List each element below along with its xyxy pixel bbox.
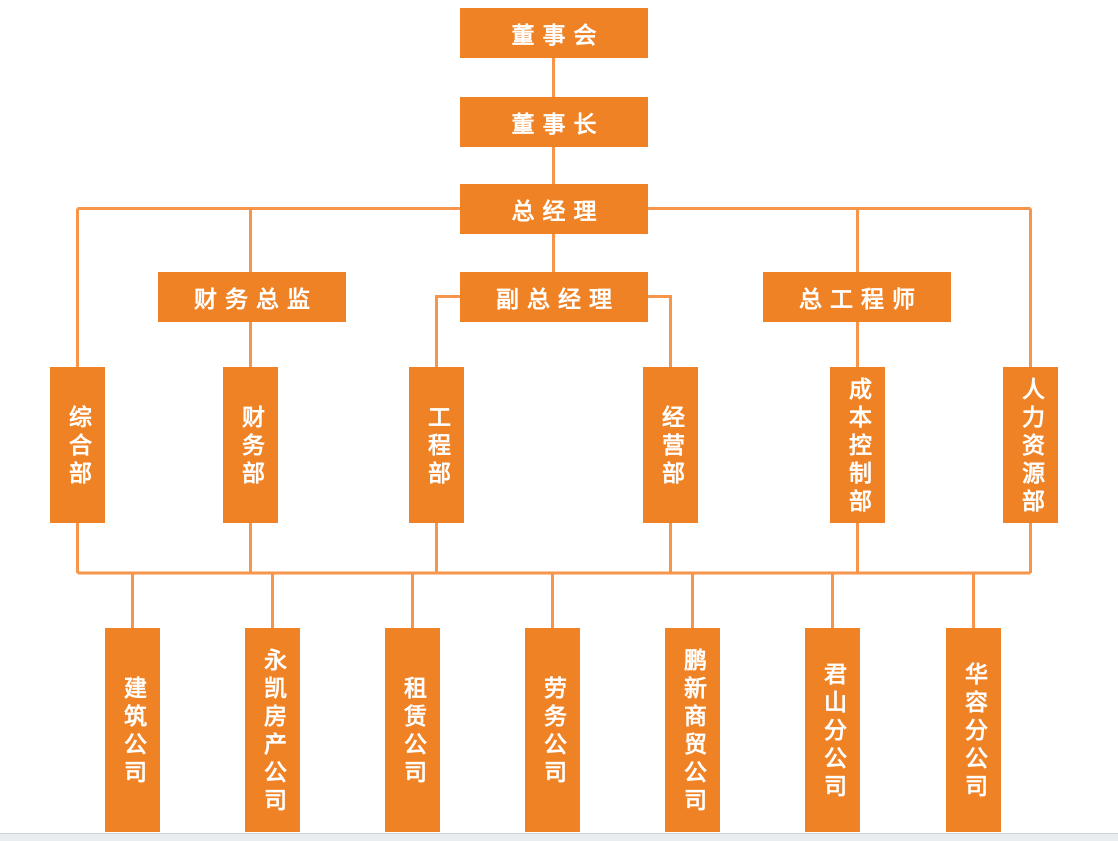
node-label: 综合部	[64, 405, 91, 489]
window-bottom-edge	[0, 833, 1118, 841]
node-company-pengxin-trading: 鹏新商贸公司	[665, 628, 720, 832]
node-board-of-directors: 董事会	[460, 8, 648, 58]
node-dept-engineering: 工程部	[409, 367, 464, 523]
node-label: 财务总监	[194, 287, 318, 313]
node-label: 总经理	[511, 199, 605, 225]
node-company-labor-services: 劳务公司	[525, 628, 580, 832]
node-general-manager: 总经理	[460, 184, 648, 234]
node-label: 君山分公司	[819, 662, 846, 802]
node-label: 董事长	[511, 112, 605, 138]
node-label: 鹏新商贸公司	[679, 648, 706, 816]
node-label: 财务部	[237, 405, 264, 489]
node-company-huarong-branch: 华容分公司	[946, 628, 1001, 832]
node-label: 成本控制部	[844, 377, 871, 517]
node-company-leasing: 租赁公司	[385, 628, 440, 832]
node-label: 副总经理	[496, 287, 620, 313]
node-label: 永凯房产公司	[259, 648, 286, 816]
node-chairman: 董事长	[460, 97, 648, 147]
node-label: 总工程师	[799, 287, 923, 313]
node-dept-general-affairs: 综合部	[50, 367, 105, 523]
node-label: 劳务公司	[539, 676, 566, 788]
node-company-junshan-branch: 君山分公司	[805, 628, 860, 832]
node-label: 经营部	[657, 405, 684, 489]
node-deputy-general-manager: 副总经理	[460, 272, 648, 322]
node-dept-operations: 经营部	[643, 367, 698, 523]
node-dept-human-resources: 人力资源部	[1003, 367, 1058, 523]
node-company-yongkai-realestate: 永凯房产公司	[245, 628, 300, 832]
node-chief-engineer: 总工程师	[763, 272, 951, 322]
node-label: 人力资源部	[1017, 377, 1044, 517]
node-label: 董事会	[511, 23, 605, 49]
node-company-construction: 建筑公司	[105, 628, 160, 832]
node-label: 租赁公司	[399, 676, 426, 788]
node-label: 工程部	[423, 405, 450, 489]
node-dept-finance: 财务部	[223, 367, 278, 523]
node-dept-cost-control: 成本控制部	[830, 367, 885, 523]
node-label: 建筑公司	[119, 676, 146, 788]
node-label: 华容分公司	[960, 662, 987, 802]
node-finance-director: 财务总监	[158, 272, 346, 322]
